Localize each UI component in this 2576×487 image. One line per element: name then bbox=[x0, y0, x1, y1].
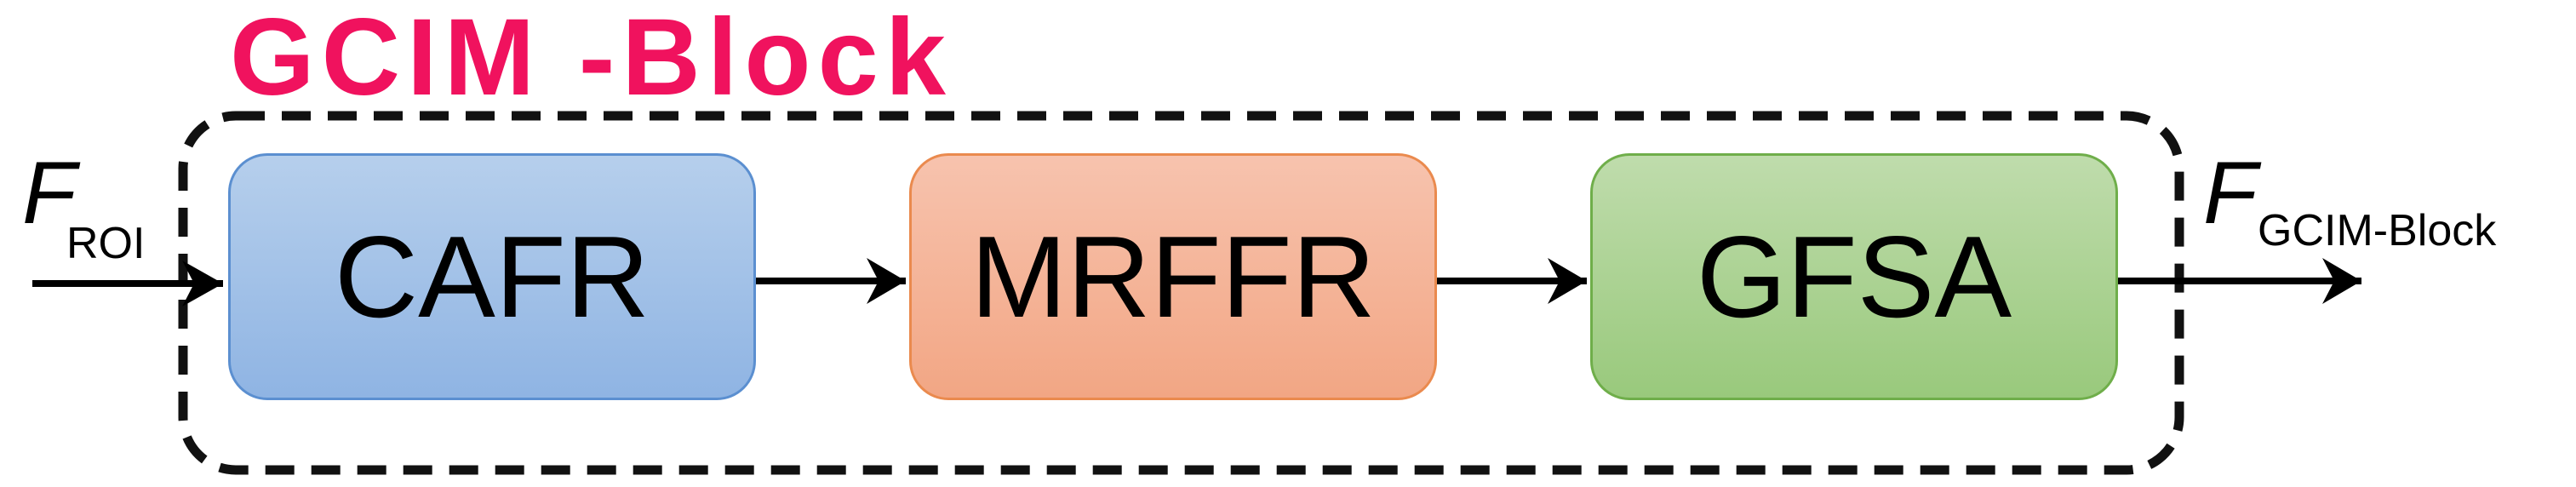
block-title: GCIM -Block bbox=[230, 0, 953, 118]
arrowhead-mrffr-to-gfsa bbox=[1548, 258, 1587, 304]
input-symbol: F bbox=[22, 144, 77, 243]
output-symbol: F bbox=[2203, 144, 2258, 243]
output-subscript: GCIM-Block bbox=[2258, 206, 2497, 255]
mrffr-label: MRFFR bbox=[970, 212, 1376, 341]
input-subscript: ROI bbox=[66, 219, 146, 268]
gfsa-label: GFSA bbox=[1696, 212, 2012, 341]
input-arrowhead bbox=[182, 261, 223, 307]
cafr-block: CAFR bbox=[228, 153, 756, 400]
output-arrowhead bbox=[2322, 258, 2361, 304]
arrowhead-cafr-to-mrffr bbox=[867, 258, 906, 304]
gcim-block-container bbox=[178, 111, 2184, 475]
cafr-label: CAFR bbox=[334, 212, 650, 341]
mrffr-block: MRFFR bbox=[909, 153, 1437, 400]
gfsa-block: GFSA bbox=[1590, 153, 2118, 400]
